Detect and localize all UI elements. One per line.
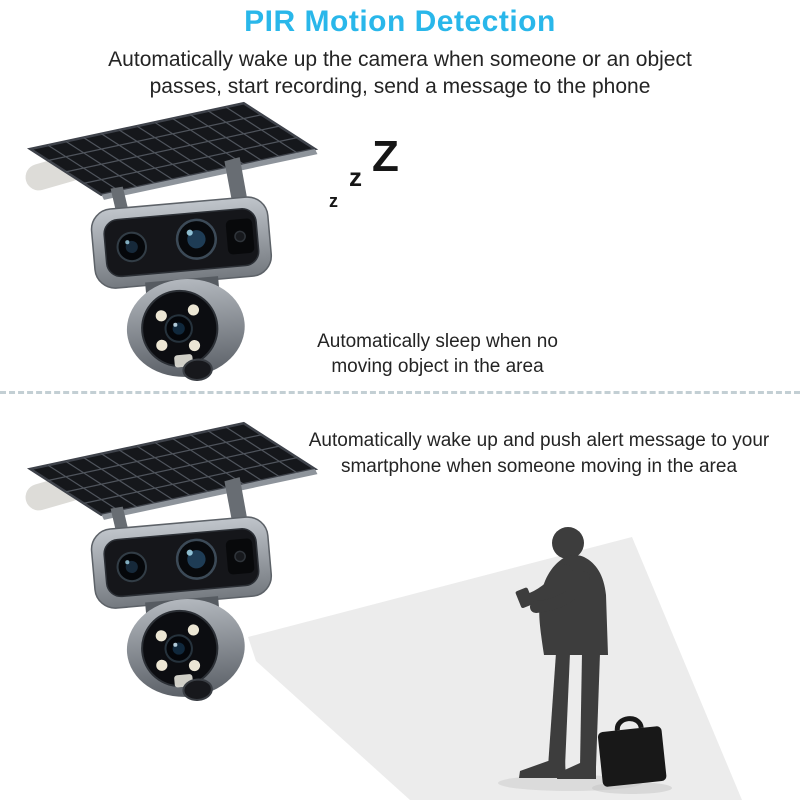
- phone-in-hands: [515, 587, 534, 608]
- page-subtitle: Automatically wake up the camera when so…: [0, 46, 800, 100]
- wake-caption-line-2: smartphone when someone moving in the ar…: [340, 456, 738, 477]
- sleep-zzz-small-icon: z: [329, 191, 338, 211]
- wake-caption: Automatically wake up and push alert mes…: [288, 428, 790, 480]
- detection-scene: [248, 527, 742, 800]
- briefcase: [597, 716, 667, 787]
- solar-camera-illustration-sleep: [15, 98, 320, 383]
- section-divider: [0, 391, 800, 394]
- subtitle-line-1: Automatically wake up the camera when so…: [108, 48, 692, 71]
- sleep-caption-line-2: moving object in the area: [331, 356, 544, 377]
- sleep-caption: Automatically sleep when no moving objec…: [295, 329, 580, 379]
- wake-caption-line-1: Automatically wake up and push alert mes…: [308, 430, 770, 451]
- sleep-zzz-medium-icon: z: [349, 162, 362, 192]
- subtitle-line-2: passes, start recording, send a message …: [149, 75, 651, 98]
- sleep-caption-line-1: Automatically sleep when no: [317, 331, 558, 352]
- detection-beam: [248, 537, 742, 800]
- sleep-zzz-large-icon: Z: [372, 132, 399, 181]
- person-silhouette: [515, 527, 608, 779]
- page-title: PIR Motion Detection: [244, 5, 556, 38]
